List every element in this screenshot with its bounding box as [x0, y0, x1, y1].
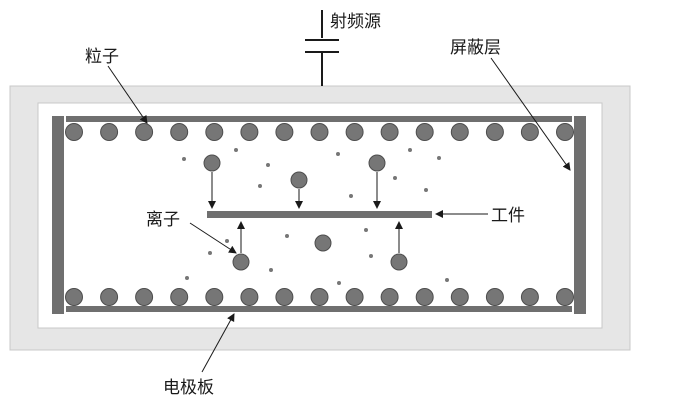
particle — [345, 288, 364, 306]
ion-leader — [189, 222, 237, 254]
small-dots — [182, 148, 449, 285]
particle — [100, 288, 119, 306]
ion — [290, 171, 308, 189]
ions — [203, 154, 408, 271]
ion — [232, 253, 250, 271]
ion-label: 离子 — [146, 210, 180, 230]
particle — [345, 123, 364, 141]
right-side-plate — [574, 116, 586, 314]
particle — [556, 123, 574, 141]
particle — [485, 288, 504, 306]
particle — [520, 123, 539, 141]
particle — [65, 288, 83, 306]
electrode-label: 电极板 — [163, 378, 214, 398]
shield-label: 屏蔽层 — [450, 38, 501, 58]
particle — [205, 123, 224, 141]
bottom-particle-row — [65, 288, 574, 306]
top-electrode-plate — [66, 116, 572, 122]
particle — [556, 288, 574, 306]
workpiece — [207, 211, 432, 218]
particle — [135, 288, 154, 306]
particle-label: 粒子 — [85, 47, 119, 67]
particle — [485, 123, 504, 141]
particle — [415, 288, 434, 306]
particle — [205, 288, 224, 306]
rf-source-label: 射频源 — [330, 12, 381, 32]
particle — [310, 123, 329, 141]
particle — [170, 123, 189, 141]
particle — [310, 288, 329, 306]
electrode-leader — [201, 313, 235, 373]
particle — [240, 123, 259, 141]
particle — [450, 123, 469, 141]
particle — [275, 288, 294, 306]
bottom-electrode-plate — [66, 306, 572, 312]
rf-source-symbol — [305, 10, 339, 86]
ion — [368, 154, 386, 172]
workpiece-label: 工件 — [491, 206, 525, 226]
ion — [203, 154, 221, 172]
particle — [100, 123, 119, 141]
particle — [380, 123, 399, 141]
ion — [390, 253, 408, 271]
particle — [275, 123, 294, 141]
ion — [314, 234, 332, 252]
particle — [380, 288, 399, 306]
shield-leader — [490, 57, 571, 171]
particle — [450, 288, 469, 306]
particle — [240, 288, 259, 306]
particle — [65, 123, 83, 141]
top-particle-row — [65, 123, 574, 141]
particle — [170, 288, 189, 306]
particle — [520, 288, 539, 306]
left-side-plate — [52, 116, 64, 314]
particle — [135, 123, 154, 141]
particle — [415, 123, 434, 141]
particle-leader — [107, 65, 148, 124]
